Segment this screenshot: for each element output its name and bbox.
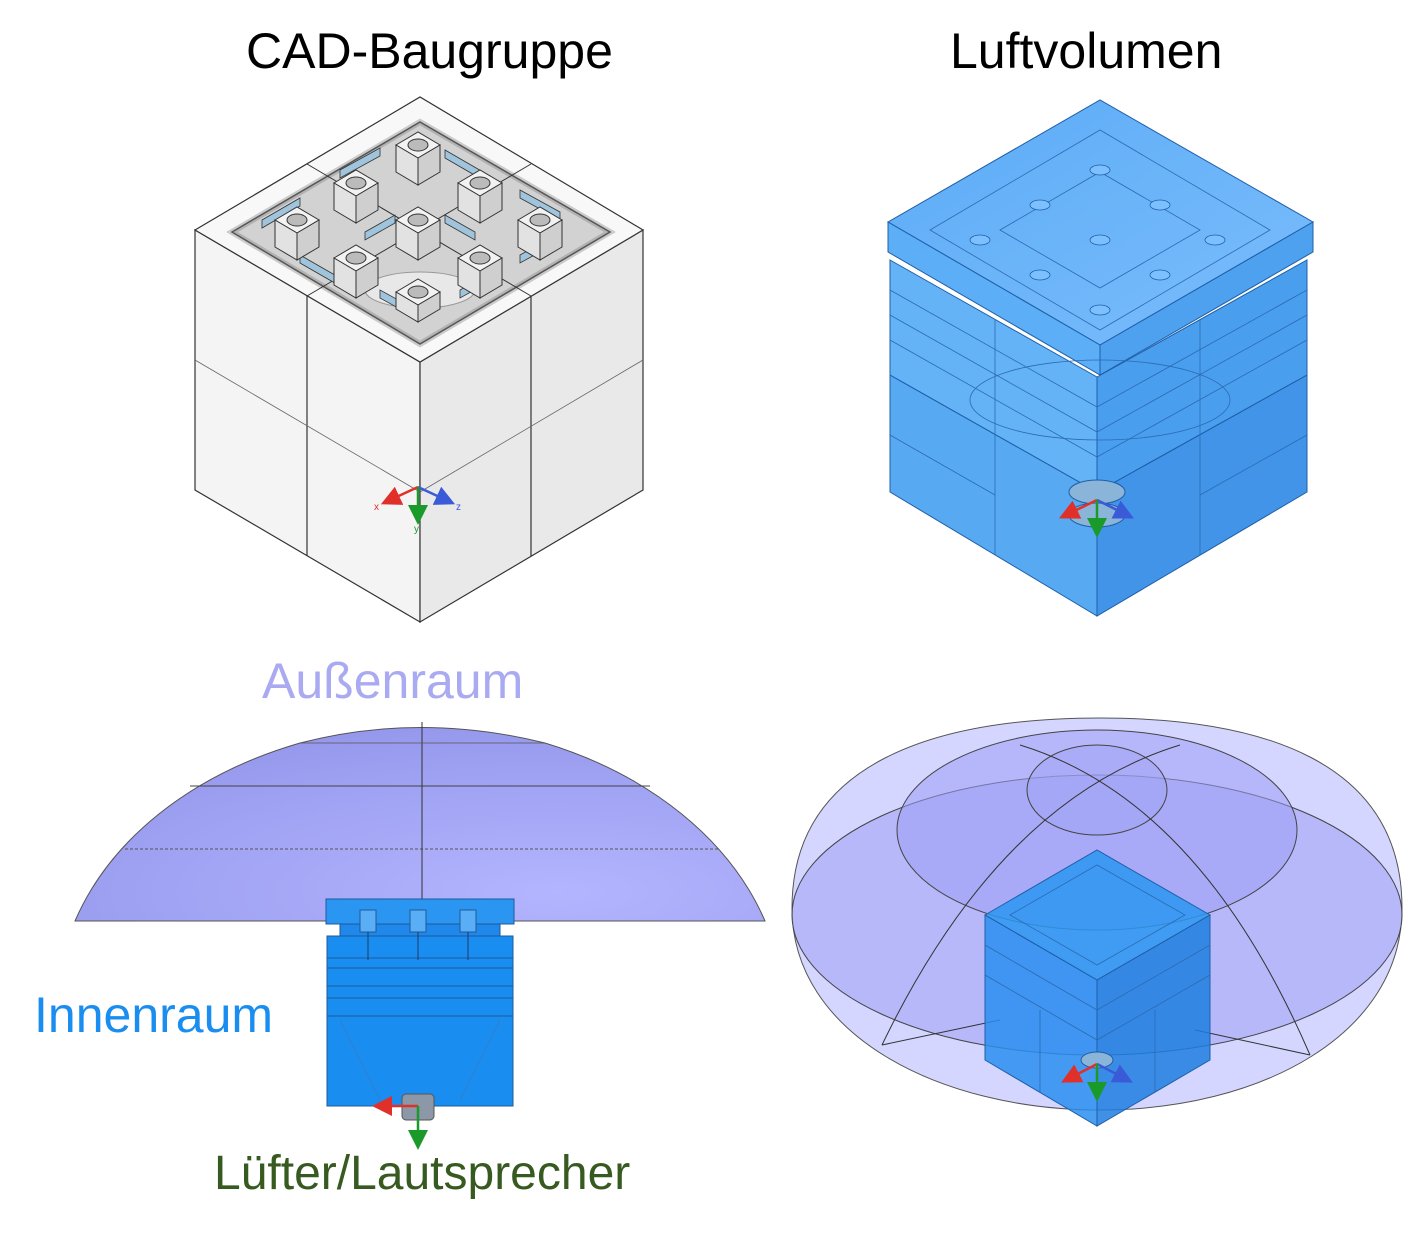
axis-x-label: x [374,502,379,513]
iso-axis-triad [1061,1062,1133,1102]
air-volume-model [887,99,1315,617]
label-fan-speaker: Lüfter/Lautsprecher [214,1147,631,1200]
title-air-volume: Luftvolumen [950,23,1223,79]
label-inner-space: Innenraum [34,987,274,1043]
label-outer-space: Außenraum [262,653,524,709]
side-view-model [74,722,766,1150]
axis-y-label: y [414,524,419,535]
outer-dome-section [74,727,766,922]
iso-dome-model [791,717,1403,1127]
axis-z-label: z [456,502,461,513]
inner-lower-box [326,1015,514,1107]
cad-speaker-blocks [274,131,563,323]
title-cad-assembly: CAD-Baugruppe [246,23,613,79]
cad-assembly-model: x z y [193,96,645,624]
cad-axis-triad: x z y [374,485,461,535]
inner-mid-stack [326,935,514,1017]
air-axis-triad [1058,498,1134,538]
side-axis-triad [372,1096,428,1150]
